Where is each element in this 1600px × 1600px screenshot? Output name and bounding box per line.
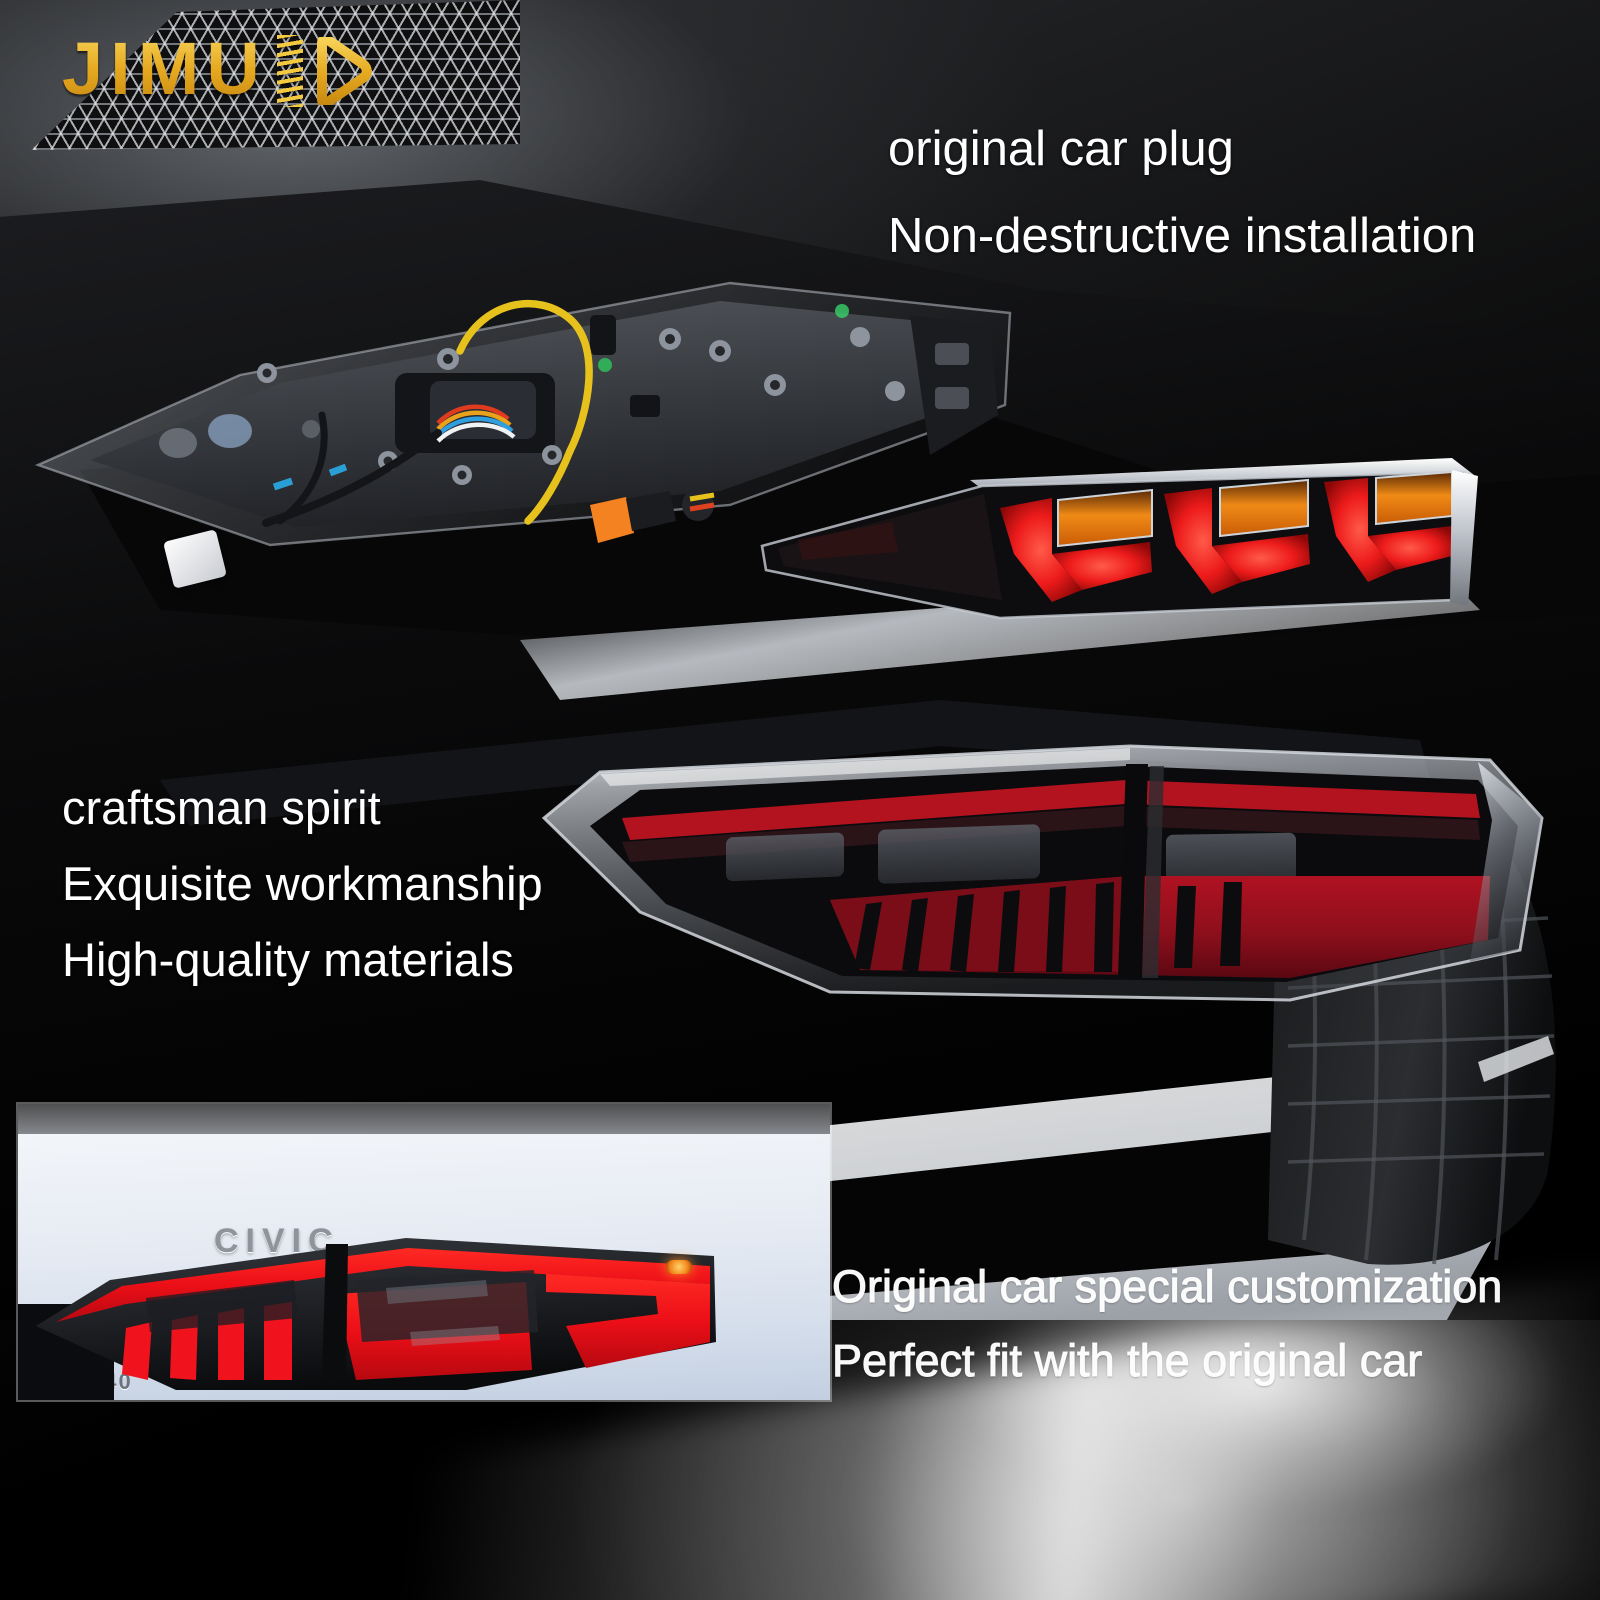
logo-d-mark-icon <box>316 37 372 105</box>
callout-left-line1: craftsman spirit <box>62 781 381 834</box>
brand-logo: JIMU <box>62 27 373 110</box>
tail-light-housing-disassembled <box>34 281 1012 547</box>
callout-left: craftsman spirit Exquisite workmanship H… <box>62 778 543 1006</box>
brand-logo-text: JIMU <box>62 27 267 110</box>
amber-side-marker <box>666 1260 692 1274</box>
callout-top-right-line1: original car plug <box>888 122 1234 176</box>
callout-bottom-right: Original car special customization Perfe… <box>831 1258 1503 1405</box>
callout-bottom-right-line1: Original car special customization <box>831 1260 1503 1312</box>
callout-bottom-right-line2: Perfect fit with the original car <box>831 1334 1423 1386</box>
main-tail-light-lens <box>541 744 1544 1002</box>
inset-illuminated-lamp <box>36 1238 716 1390</box>
illuminated-tail-light <box>760 458 1478 620</box>
inset-photo-installed-lamp: CIVIC 240 <box>18 1104 830 1400</box>
callout-left-line3: High-quality materials <box>62 933 514 987</box>
callout-top-right: original car plug Non-destructive instal… <box>888 118 1476 267</box>
inset-background-strip <box>18 1104 830 1138</box>
logo-ladder-stripes-icon <box>276 35 303 107</box>
callout-top-right-line2: Non-destructive installation <box>888 208 1477 263</box>
callout-left-line2: Exquisite workmanship <box>62 857 543 911</box>
